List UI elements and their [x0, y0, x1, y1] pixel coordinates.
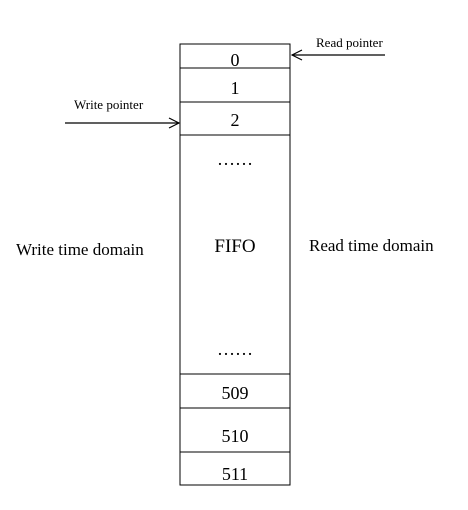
fifo-label: FIFO: [214, 236, 255, 257]
fifo-cell-label: 0: [231, 50, 240, 70]
fifo-ellipsis-bottom: ……: [217, 339, 253, 359]
read-time-domain-label: Read time domain: [309, 236, 434, 255]
fifo-cell-label: 2: [231, 110, 240, 130]
fifo-cell-label: 1: [231, 78, 240, 98]
fifo-cell-label: 509: [222, 383, 249, 403]
fifo-cell-label: 511: [222, 464, 248, 484]
write-time-domain-label: Write time domain: [16, 240, 144, 259]
read-pointer-label: Read pointer: [316, 35, 383, 50]
fifo-cell-label: 510: [222, 426, 249, 446]
write-pointer-label: Write pointer: [74, 97, 144, 112]
fifo-buffer-box: [179, 43, 291, 486]
fifo-ellipsis-top: ……: [217, 149, 253, 169]
